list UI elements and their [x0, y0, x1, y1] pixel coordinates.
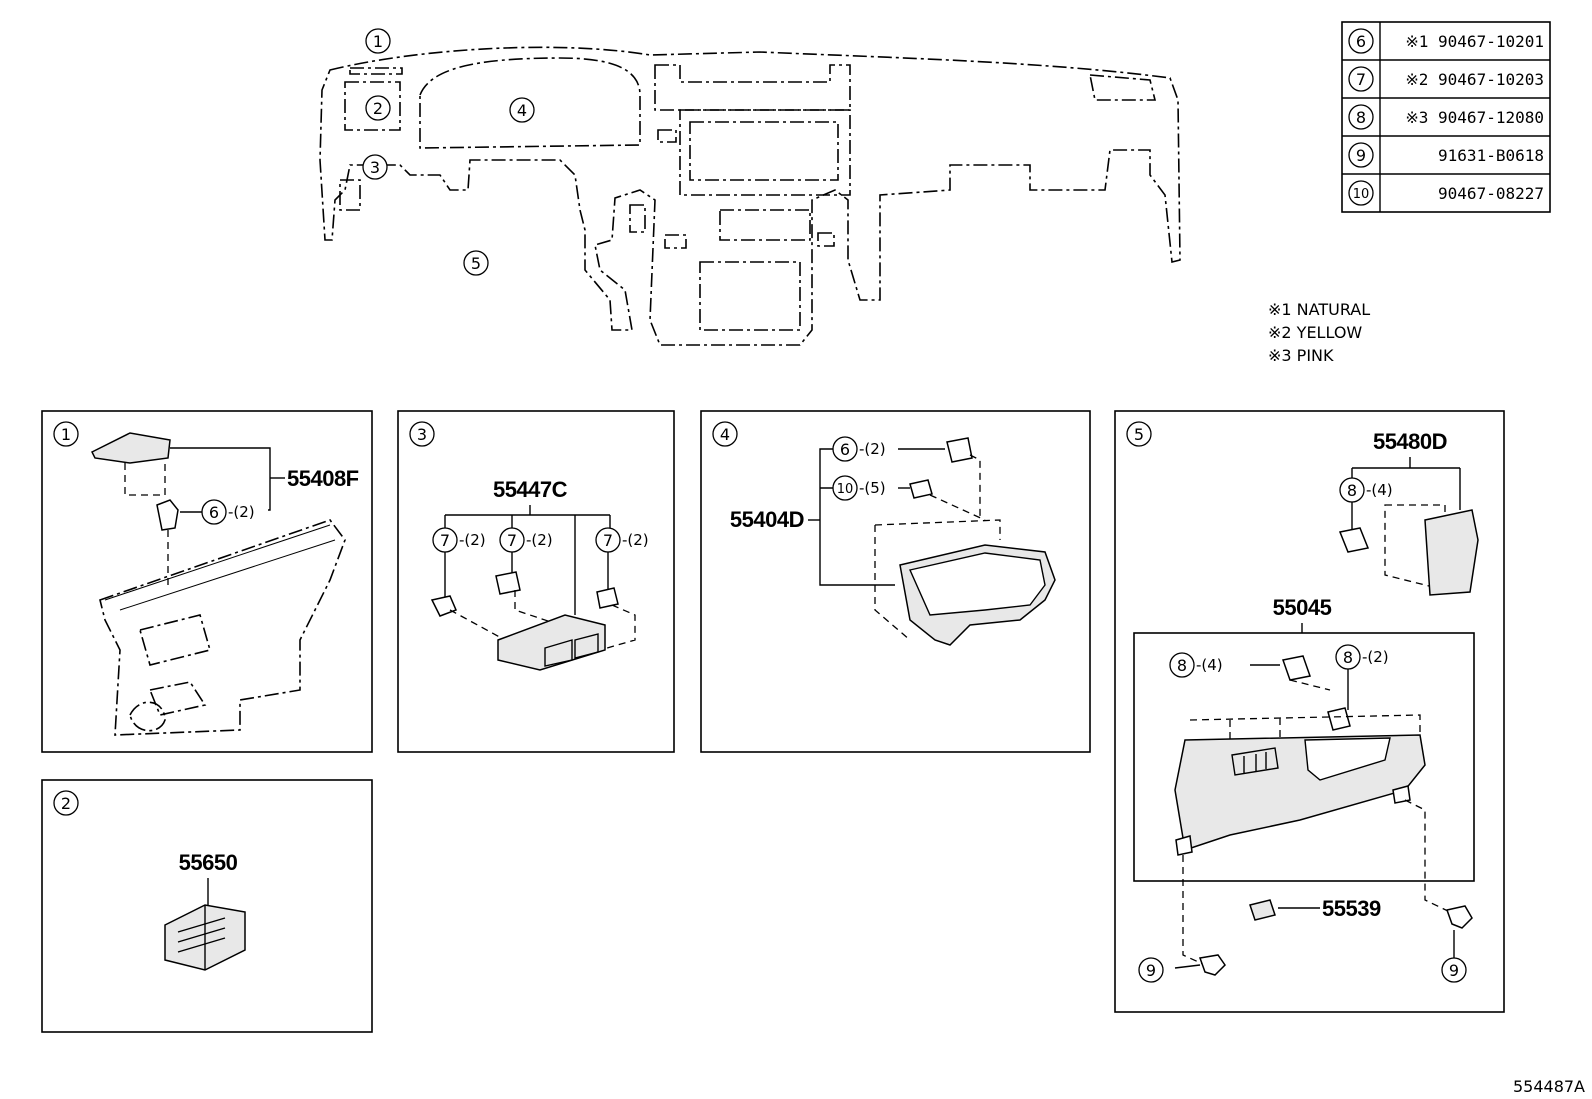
panel-3: 3 55447C 7 -(2) 7 -(2) 7 -(2)	[397, 410, 675, 753]
part-number-55045: 55045	[1273, 595, 1332, 620]
panel-4-clip-b-qty: -(5)	[859, 479, 886, 497]
panel-4-clip-a-ref: 6	[840, 440, 850, 459]
overview-label-4: 4	[517, 101, 527, 120]
note-2: ※2 YELLOW	[1268, 323, 1362, 342]
table-part-7: ※2 90467-10203	[1405, 70, 1544, 89]
part-number-55480D: 55480D	[1373, 429, 1447, 454]
panel-3-clip-qty-c: -(2)	[622, 531, 649, 549]
color-notes: ※1 NATURAL ※2 YELLOW ※3 PINK	[1268, 300, 1370, 365]
panel-5-label: 5	[1134, 425, 1144, 444]
panel-1-clip-ref: 6	[209, 503, 219, 522]
part-number-55447C: 55447C	[493, 477, 568, 502]
part-number-55539: 55539	[1322, 896, 1381, 921]
table-part-8: ※3 90467-12080	[1405, 108, 1544, 127]
part-number-55408F: 55408F	[287, 466, 359, 491]
switch-bezel-part	[497, 614, 606, 671]
note-1: ※1 NATURAL	[1268, 300, 1370, 319]
panel-3-clip-qty-b: -(2)	[526, 531, 553, 549]
panel-3-clip-ref-c: 7	[603, 531, 613, 550]
part-number-55404D: 55404D	[730, 507, 804, 532]
table-part-6: ※1 90467-10201	[1405, 32, 1544, 51]
overview-label-3: 3	[370, 158, 380, 177]
table-ref-9: 9	[1356, 146, 1366, 165]
panel-4-clip-b-ref: 10	[837, 482, 854, 497]
panel-3-clip-ref-b: 7	[507, 531, 517, 550]
overview-label-2: 2	[373, 99, 383, 118]
table-ref-8: 8	[1356, 108, 1366, 127]
panel-5-clip-right-qty: -(2)	[1362, 648, 1389, 666]
table-part-10: 90467-08227	[1438, 184, 1544, 203]
figure-reference-id: 554487A	[1513, 1077, 1585, 1096]
panel-5-clip-top-ref: 8	[1347, 481, 1357, 500]
table-ref-6: 6	[1356, 32, 1366, 51]
overview-label-5: 5	[471, 254, 481, 273]
panel-5-clip-right-ref: 8	[1343, 648, 1353, 667]
panel-5: 5 55480D 8 -(4) 55045 8 -(4) 8 -(2) 5553…	[1114, 410, 1505, 1013]
panel-5-clip-left-ref: 8	[1177, 656, 1187, 675]
panel-3-label: 3	[417, 425, 427, 444]
fastener-table: 6 ※1 90467-10201 7 ※2 90467-10203 8 ※3 9…	[1341, 21, 1551, 213]
table-ref-10: 10	[1353, 187, 1370, 202]
panel-4-clip-a-qty: -(2)	[859, 440, 886, 458]
table-part-9: 91631-B0618	[1438, 146, 1544, 165]
panel-1: 1 55408F 6 -(2)	[41, 410, 373, 753]
panel-4: 4 6 -(2) 10 -(5) 55404D	[700, 410, 1091, 753]
panel-1-clip-qty: -(2)	[228, 503, 255, 521]
table-ref-7: 7	[1356, 70, 1366, 89]
side-trim-part	[1424, 509, 1479, 596]
part-number-55650: 55650	[179, 850, 238, 875]
overview-dashboard: 1 2 3 4 5	[319, 28, 1181, 346]
panel-2-label: 2	[61, 794, 71, 813]
panel-3-clip-qty-a: -(2)	[459, 531, 486, 549]
overview-label-1: 1	[373, 32, 383, 51]
panel-5-clip-top-qty: -(4)	[1366, 481, 1393, 499]
clip-part	[156, 499, 179, 531]
note-3: ※3 PINK	[1268, 346, 1334, 365]
panel-2: 2 55650	[41, 779, 373, 1033]
panel-5-clip-left-qty: -(4)	[1196, 656, 1223, 674]
panel-4-label: 4	[720, 425, 730, 444]
panel-5-screw-ref-right: 9	[1449, 961, 1459, 980]
panel-3-clip-ref-a: 7	[440, 531, 450, 550]
cover-plate-part	[90, 432, 171, 464]
panel-1-label: 1	[61, 425, 71, 444]
lower-finish-panel-part	[1174, 734, 1426, 851]
panel-5-screw-ref-left: 9	[1146, 961, 1156, 980]
